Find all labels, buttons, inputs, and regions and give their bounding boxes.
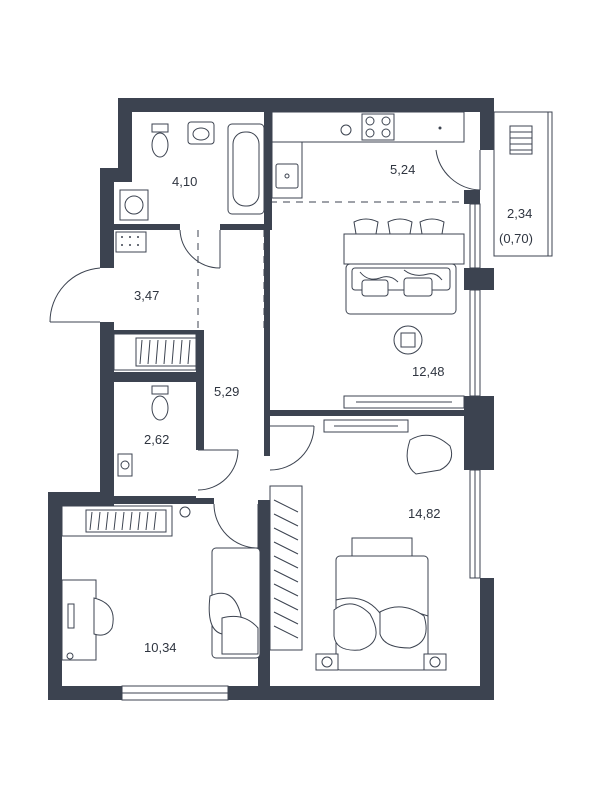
bedroom-area-label: 14,82 [408, 506, 441, 521]
entrance-area-label: 3,47 [134, 288, 159, 303]
living-area-label: 12,48 [412, 364, 445, 379]
hallway-area-label: 5,29 [214, 384, 239, 399]
entrance-fixtures [49, 267, 197, 371]
windows [121, 203, 481, 701]
balcony-reduced-area-label: (0,70) [499, 231, 533, 246]
balcony-area-label: 2,34 [507, 206, 532, 221]
toilet-fixtures [117, 385, 315, 549]
bathroom-area-label: 4,10 [172, 174, 197, 189]
bedroom-furniture [269, 419, 453, 671]
kids-room-area-label: 10,34 [144, 640, 177, 655]
kitchen-area-label: 5,24 [390, 162, 415, 177]
living-furniture [343, 218, 465, 409]
balcony [435, 111, 553, 257]
bathroom-fixtures [119, 121, 265, 269]
walls [48, 98, 494, 700]
kids-room-furniture [61, 505, 261, 661]
toilet-area-label: 2,62 [144, 432, 169, 447]
kitchen-fixtures [115, 111, 465, 253]
